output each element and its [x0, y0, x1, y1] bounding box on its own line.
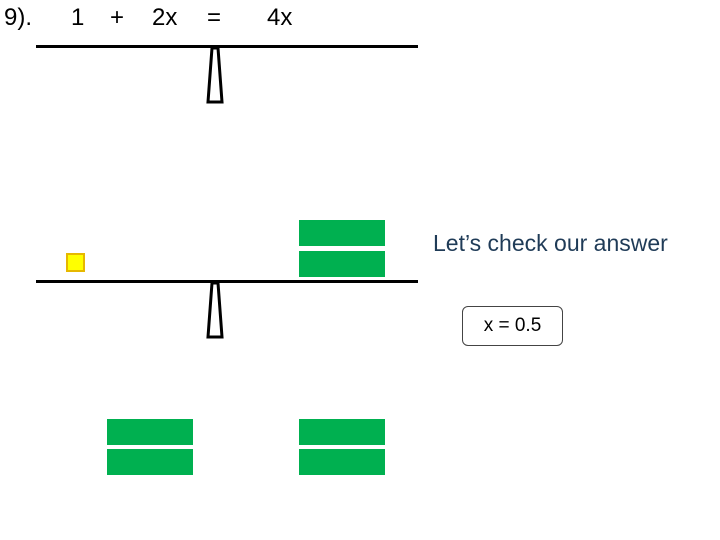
answer-text: x = 0.5 — [483, 315, 542, 336]
scale-beam — [36, 280, 418, 283]
x-tile — [107, 419, 193, 445]
answer-box: x = 0.5 — [462, 306, 563, 346]
problem-number: 9). — [4, 4, 33, 31]
x-tile — [107, 449, 193, 475]
x-tile — [299, 419, 385, 445]
equation-plus: + — [110, 4, 125, 31]
x-tile — [299, 220, 385, 246]
equation-equals: = — [207, 4, 222, 31]
fulcrum-icon — [206, 46, 224, 104]
check-answer-text: Let’s check our answer — [433, 230, 668, 256]
unit-tile — [66, 253, 85, 272]
x-tile — [299, 449, 385, 475]
equation-term-2: 2x — [152, 4, 178, 31]
scale-beam — [36, 45, 418, 48]
equation-term-3: 4x — [267, 4, 293, 31]
fulcrum-icon — [206, 281, 224, 339]
equation-term-1: 1 — [71, 4, 85, 31]
x-tile — [299, 251, 385, 277]
